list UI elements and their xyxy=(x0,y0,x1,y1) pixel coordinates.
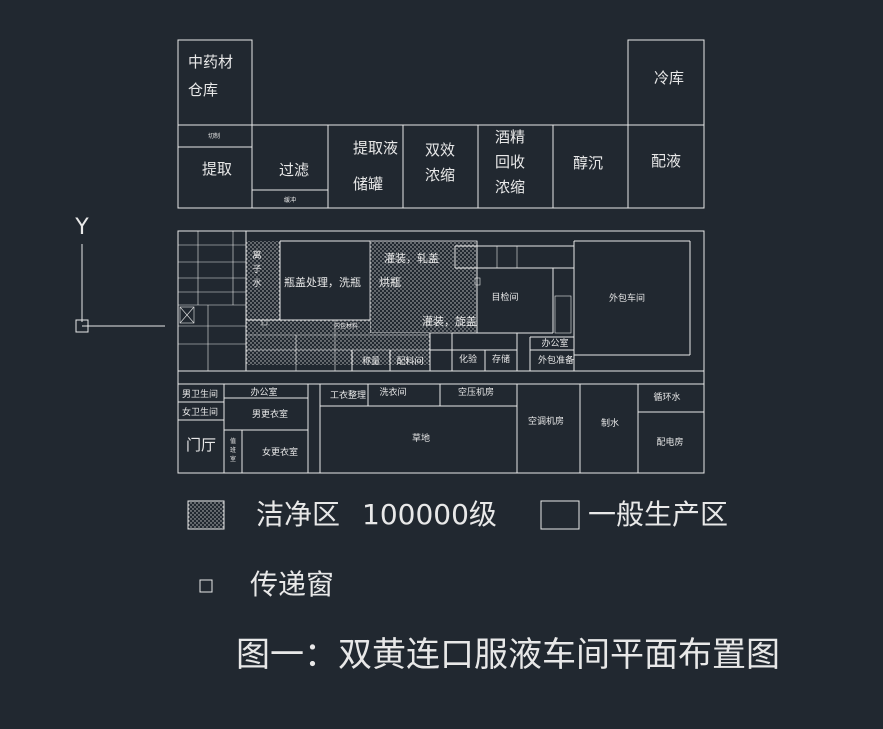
room-buffer: 缓冲 xyxy=(284,196,296,204)
svg-text:储罐: 储罐 xyxy=(353,175,383,193)
legend-pass-window-swatch xyxy=(199,579,213,593)
room-mixing: 配液 xyxy=(651,152,681,170)
room-storage: 存储 xyxy=(492,353,510,365)
room-label: 仓库 xyxy=(188,81,218,99)
room-alcohol-recovery: 酒精 回收 浓缩 xyxy=(495,128,525,196)
room-air-compressor: 空压机房 xyxy=(458,386,494,398)
room-alcohol-sink: 醇沉 xyxy=(573,154,603,172)
axis-icon: Y xyxy=(74,215,165,333)
room-label: 子 xyxy=(252,264,261,275)
svg-text:中药材: 中药材 xyxy=(188,53,233,71)
room-office: 办公室 xyxy=(541,337,568,349)
room-circulating-water: 循环水 xyxy=(653,391,680,403)
room-label: 回收 xyxy=(495,153,525,171)
svg-text:室: 室 xyxy=(230,455,236,463)
svg-text:浓缩: 浓缩 xyxy=(495,178,525,196)
svg-text:回收: 回收 xyxy=(495,153,525,171)
room-label: 室 xyxy=(230,455,236,463)
room-label: 离 xyxy=(252,249,261,261)
room-label: 水 xyxy=(252,277,261,289)
room-filling2: 灌装，旋盖 xyxy=(422,314,477,328)
legend-clean-grade: 100000级 xyxy=(362,498,497,531)
room-water: 制水 xyxy=(601,417,619,429)
room-power-room: 配电房 xyxy=(656,436,683,448)
room-hvac: 空调机房 xyxy=(528,415,564,427)
y-axis-label: Y xyxy=(74,215,89,240)
room-laundry: 洗衣间 xyxy=(379,386,406,398)
room-label: 班 xyxy=(230,446,236,454)
room-reception: 值 班 室 xyxy=(230,437,236,463)
room-office2: 办公室 xyxy=(250,386,277,398)
svg-text:浓缩: 浓缩 xyxy=(425,166,455,184)
room-filter: 过滤 xyxy=(279,161,309,179)
room-label: 储罐 xyxy=(353,175,383,193)
bottom-building xyxy=(177,370,705,474)
room-compounding: 配料间 xyxy=(396,355,423,367)
svg-text:值: 值 xyxy=(230,437,236,445)
top-building xyxy=(177,39,705,209)
room-hall: 门厅 xyxy=(186,436,216,454)
svg-text:酒精: 酒精 xyxy=(495,128,525,146)
clean-zone xyxy=(369,240,478,334)
room-male-wc: 男卫生间 xyxy=(182,388,218,400)
room-outer-pack-prep: 外包准备 xyxy=(538,354,574,366)
room-label: 值 xyxy=(230,437,236,445)
legend-general-swatch xyxy=(540,500,580,530)
room-ion-water: 离 子 水 xyxy=(252,249,261,289)
room-label: 浓缩 xyxy=(495,178,525,196)
room-herb-warehouse: 中药材 仓库 xyxy=(188,53,233,99)
legend-clean-swatch xyxy=(187,500,225,530)
middle-building xyxy=(177,230,705,372)
svg-text:仓库: 仓库 xyxy=(188,81,218,99)
svg-text:提取液: 提取液 xyxy=(353,139,398,157)
room-pack-room: 外包车间 xyxy=(609,292,645,304)
room-label: 双效 xyxy=(425,141,455,159)
room-label: 中药材 xyxy=(188,53,233,71)
room-female-locker: 女更衣室 xyxy=(262,446,298,458)
legend-pass-window-label: 传递窗 xyxy=(250,568,334,601)
room-cut: 切制 xyxy=(208,132,220,140)
room-filling: 灌装，轧盖 xyxy=(384,251,439,265)
legend-general-label: 一般生产区 xyxy=(588,498,728,531)
caption: 图一：双黄连口服液车间平面布置图 xyxy=(236,635,780,675)
svg-text:班: 班 xyxy=(230,446,236,454)
room-label: 酒精 xyxy=(495,128,525,146)
room-bottle-cap: 瓶盖处理，洗瓶 xyxy=(284,275,361,289)
svg-text:水: 水 xyxy=(252,277,261,289)
room-dry: 烘瓶 xyxy=(379,275,401,289)
room-double-conc: 双效 浓缩 xyxy=(425,141,455,184)
room-inner-pack: 内包材料 xyxy=(334,322,358,330)
svg-text:离: 离 xyxy=(252,249,261,261)
room-label: 提取液 xyxy=(353,139,398,157)
room-lawn: 草地 xyxy=(412,432,430,444)
svg-text:双效: 双效 xyxy=(425,141,455,159)
room-inspect: 目检间 xyxy=(491,291,518,303)
room-chem-test: 化验 xyxy=(459,353,477,365)
room-weighing: 称量 xyxy=(362,355,380,367)
room-work-clothes: 工衣整理 xyxy=(330,389,366,401)
room-extract-storage: 提取液 储罐 xyxy=(353,139,398,193)
svg-text:子: 子 xyxy=(252,264,261,275)
legend-clean-label: 洁净区 xyxy=(256,498,340,531)
legend: 洁净区 100000级 一般生产区 传递窗 xyxy=(187,498,728,601)
room-male-locker: 男更衣室 xyxy=(252,408,288,420)
room-cold-storage: 冷库 xyxy=(654,69,684,87)
room-female-wc: 女卫生间 xyxy=(182,406,218,418)
room-extract: 提取 xyxy=(202,160,232,178)
room-label: 浓缩 xyxy=(425,166,455,184)
